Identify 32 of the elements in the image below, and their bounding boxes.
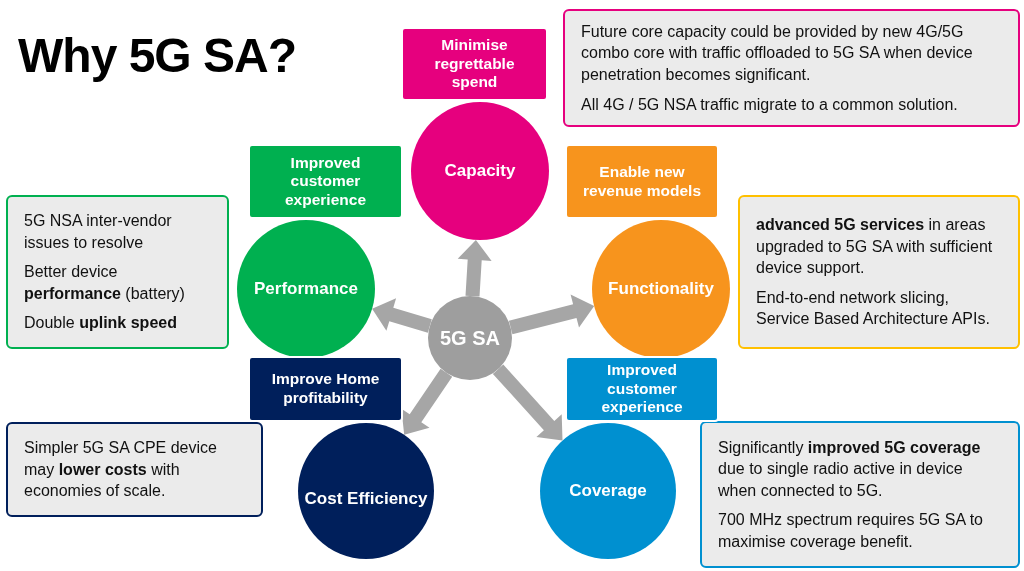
- note-text: All 4G / 5G NSA traffic migrate to a common solution.: [581, 94, 959, 115]
- note-card: [6, 195, 229, 349]
- note-text: Future core capacity could be provided by new 4G/5G combo core with traffic offloaded to 5G SA when device penetration becomes significant.: [581, 21, 974, 85]
- note-text: Simpler 5G SA CPE device may lower costs with economies of scale.: [24, 438, 218, 502]
- title: Why 5G SA?: [18, 28, 297, 83]
- topic-circle: Coverage: [540, 423, 676, 559]
- note-card: [700, 421, 1020, 568]
- note-card: [563, 9, 1020, 127]
- topic-circle: Functionality: [592, 220, 730, 358]
- arrow: [372, 298, 432, 333]
- heading-box: Minimise regrettable spend: [401, 27, 548, 101]
- arrow: [401, 368, 453, 435]
- arrow: [457, 239, 492, 297]
- note-text: Significantly improved 5G coverage due to single radio active in device when connected to 5G.: [718, 437, 982, 501]
- hub-circle: 5G SA: [428, 296, 512, 380]
- note-text: Better device performance (battery): [24, 262, 186, 304]
- note-text: End-to-end network slicing, Service Based Architecture APIs.: [756, 287, 991, 330]
- note-text: advanced 5G services in areas upgraded to 5G SA with sufficient device support.: [756, 215, 994, 279]
- note-card: [6, 422, 263, 517]
- topic-circle: Performance: [237, 220, 375, 358]
- topic-circle: Capacity: [411, 102, 549, 240]
- arrow: [508, 294, 595, 335]
- arrow: [492, 364, 563, 441]
- heading-box: Improve Home profitability: [248, 356, 403, 422]
- note-text: 5G NSA inter-vendor issues to resolve: [24, 211, 173, 253]
- note-card: [738, 195, 1020, 349]
- note-text: Double uplink speed: [24, 313, 178, 334]
- note-text: 700 MHz spectrum requires 5G SA to maximise coverage benefit.: [718, 510, 984, 552]
- heading-box: Enable new revenue models: [565, 144, 719, 219]
- heading-box: Improved customer experience: [248, 144, 403, 219]
- heading-box: Improved customer experience: [565, 356, 719, 422]
- topic-circle: Cost Efficiency: [298, 423, 434, 559]
